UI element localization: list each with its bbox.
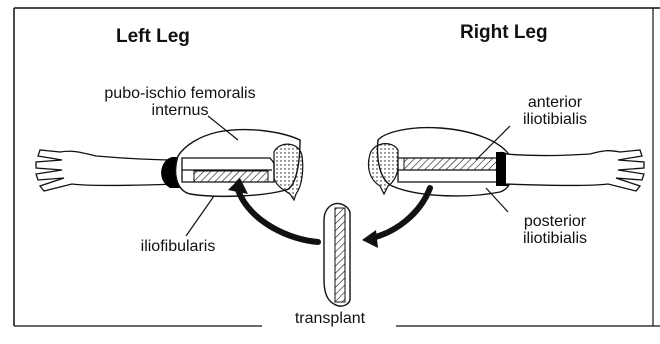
iliofibularis-label: iliofibularis	[128, 238, 228, 255]
posterior-line-2: iliotibialis	[500, 230, 610, 247]
posterior-iliotibialis-label: posterior iliotibialis	[500, 213, 610, 247]
left-leg	[36, 130, 303, 200]
posterior-line-1: posterior	[500, 213, 610, 230]
right-anterior-hatch	[404, 158, 500, 170]
left-leg-heading: Left Leg	[116, 26, 190, 48]
transplant-label: transplant	[270, 310, 390, 327]
right-foot	[506, 150, 644, 191]
pubo-ischio-line-2: internus	[70, 102, 290, 119]
transplant-piece	[324, 203, 350, 306]
pubo-ischio-line-1: pubo-ischio femoralis	[70, 85, 290, 102]
left-foot	[36, 150, 176, 191]
left-iliofibularis-hatch	[194, 171, 268, 182]
anterior-line-1: anterior	[500, 94, 610, 111]
pubo-ischio-label: pubo-ischio femoralis internus	[70, 85, 290, 119]
leader-iliofibularis	[186, 196, 214, 236]
anterior-iliotibialis-label: anterior iliotibialis	[500, 94, 610, 128]
anterior-line-2: iliotibialis	[500, 111, 610, 128]
curved-arrow-icon	[362, 188, 430, 248]
right-leg-heading: Right Leg	[460, 22, 548, 44]
right-leg	[368, 128, 644, 196]
